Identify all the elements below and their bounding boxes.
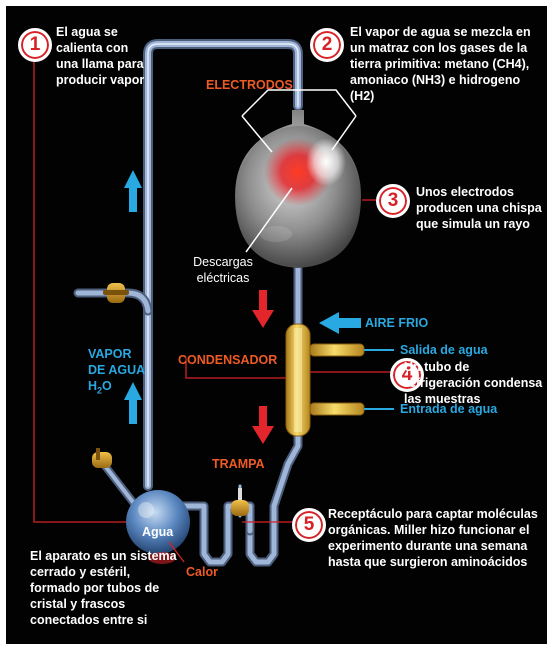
vapor-label-line1: VAPOR (88, 347, 132, 361)
electrode-glow (306, 138, 346, 186)
electrodes-pointer (241, 89, 357, 153)
descargas-label-line1: Descargas (193, 255, 253, 269)
aire-frio-arrow (319, 312, 361, 334)
valve-left (103, 283, 129, 303)
entrada-agua-label: Entrada de agua (400, 402, 498, 416)
step-2-badge: 2 (310, 28, 344, 62)
descargas-pointer (245, 187, 293, 253)
valve-flask (92, 448, 112, 468)
spark-flask (235, 110, 361, 268)
step-1-badge: 1 (18, 28, 52, 62)
electrodos-label: ELECTRODOS (206, 78, 293, 92)
descargas-label-line2: eléctricas (196, 271, 250, 285)
red-arrow-down-2 (252, 406, 274, 444)
step-4-badge: 4 (390, 358, 424, 392)
agua-label: Agua (142, 525, 174, 539)
boiling-flask (126, 490, 190, 554)
step-5-badge: 5 (292, 508, 326, 542)
step-1-text: El agua se calienta con una llama para p… (56, 25, 145, 87)
blue-arrow-up-1 (124, 170, 142, 212)
salida-agua-label: Salida de agua (400, 343, 488, 357)
step-3-text: Unos electrodos producen una chispa que … (416, 185, 542, 231)
footnote-text: El aparato es un sistema cerrado y estér… (30, 549, 177, 627)
flame-icon (148, 552, 176, 564)
step-5-text: Receptáculo para captar moléculas orgáni… (328, 507, 538, 569)
connector-lines (33, 43, 398, 563)
red-arrow-down-1 (252, 290, 274, 328)
trampa-label: TRAMPA (212, 457, 265, 471)
vapor-formula: H2O (88, 379, 112, 396)
step-3-badge: 3 (376, 184, 410, 218)
diagram-panel: 1 2 3 4 5 El agua se calienta con una ll… (6, 6, 547, 644)
blue-arrow-up-2 (124, 382, 142, 424)
step-2-text: El vapor de agua se mezcla en un matraz … (350, 25, 531, 103)
calor-label: Calor (186, 565, 218, 579)
step-4-text: Un tubo de refrigeración condensa las mu… (404, 360, 543, 406)
aire-frio-label: AIRE FRIO (365, 316, 429, 330)
miller-apparatus-diagram (33, 39, 398, 567)
condensador-label: CONDENSADOR (178, 353, 278, 367)
vapor-label-line2: DE AGUA (88, 363, 146, 377)
valve-trap (231, 488, 249, 516)
condenser (285, 323, 365, 437)
